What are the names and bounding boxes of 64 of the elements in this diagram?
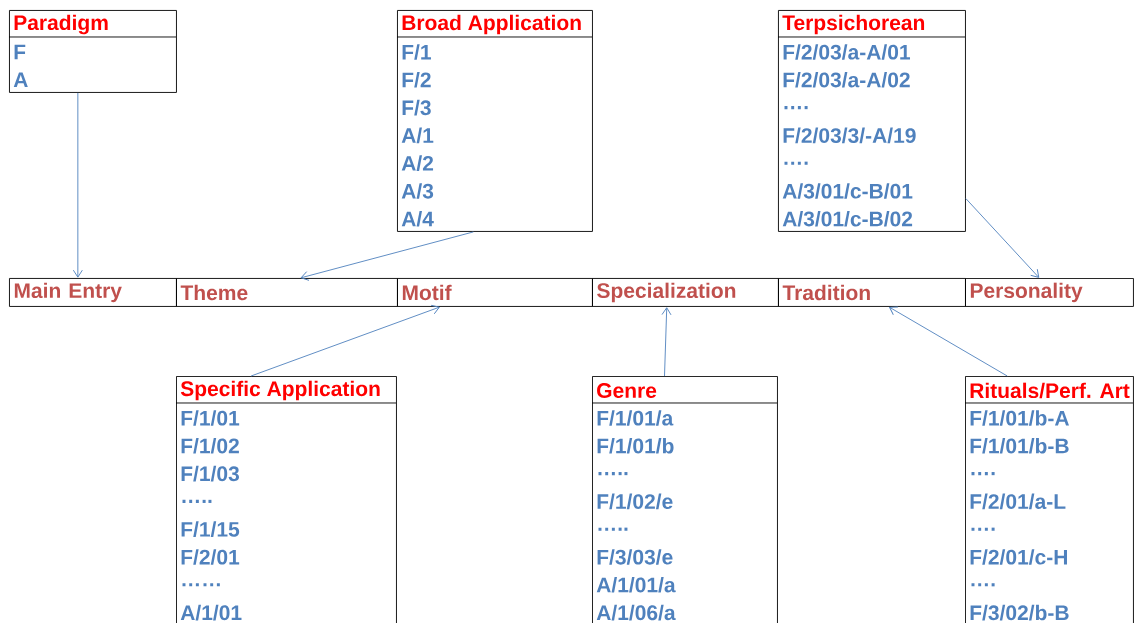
list-item: A <box>13 72 28 87</box>
arrow <box>250 304 440 377</box>
list-item: F/1/02/e <box>597 493 673 510</box>
list-item: …. <box>971 583 995 587</box>
list-item: A/1/01/a <box>596 576 676 593</box>
list-item: F/2/03/3/-A/19 <box>783 127 916 144</box>
arrow <box>889 306 1008 377</box>
table-heading: Broad Application <box>402 14 581 35</box>
table-box <box>8 10 177 93</box>
table-box <box>591 376 778 623</box>
list-item: A/1/06/a <box>596 604 676 621</box>
list-item: ….. <box>598 472 628 476</box>
field-cell: Theme <box>176 278 398 307</box>
list-item: F/2 <box>402 72 431 88</box>
field-cell: Specialization <box>592 278 779 307</box>
list-item: …. <box>784 161 808 165</box>
table-heading: Genre <box>597 383 657 398</box>
field-cell: Main Entry <box>9 278 177 307</box>
list-item: F <box>14 44 26 60</box>
list-item: A/3 <box>401 183 434 199</box>
table-heading: Paradigm <box>14 14 108 35</box>
table-box <box>964 376 1134 623</box>
table-box <box>777 10 966 232</box>
list-item: F/3/02/b-B <box>970 604 1069 621</box>
list-item: F/1/01 <box>181 410 240 426</box>
list-item: …… <box>182 583 220 587</box>
list-item: F/2/03/a-A/01 <box>783 44 910 60</box>
list-item: F/1/02 <box>181 437 239 454</box>
list-item: F/3/03/e <box>597 549 673 565</box>
list-item: …. <box>971 472 995 476</box>
arrow <box>72 92 83 278</box>
list-item: ….. <box>182 499 212 503</box>
table-box <box>396 10 593 232</box>
list-item: A/3/01/c-B/02 <box>782 211 913 227</box>
list-item: …. <box>784 106 808 110</box>
field-cell: Motif <box>397 278 593 307</box>
table-heading: Specific Application <box>180 380 380 401</box>
list-item: F/1/15 <box>181 521 240 537</box>
list-item: …. <box>971 527 995 531</box>
table-box <box>175 376 397 623</box>
field-cell: Personality <box>965 278 1134 307</box>
field-cell: Tradition <box>778 278 966 307</box>
list-item: F/3 <box>402 99 431 116</box>
arrow <box>661 307 672 377</box>
list-item: F/1/01/b-A <box>970 410 1069 426</box>
list-item: F/1/01/b <box>597 437 674 454</box>
list-item: F/2/03/a-A/02 <box>783 72 910 88</box>
arrow <box>965 198 1040 278</box>
list-item: A/1/01 <box>180 604 242 621</box>
list-item: F/1/01/b-B <box>970 437 1069 454</box>
list-item: F/2/01/a-L <box>970 493 1066 510</box>
list-item: F/2/01 <box>181 549 240 565</box>
list-item: F/1/03 <box>181 465 239 482</box>
list-item: A/3/01/c-B/01 <box>782 183 913 199</box>
list-item: A/4 <box>401 211 434 227</box>
list-item: F/1 <box>402 44 431 60</box>
table-heading: Terpsichorean <box>782 14 925 35</box>
list-item: F/2/01/c-H <box>970 549 1067 565</box>
list-item: F/1/01/a <box>597 410 674 426</box>
table-heading: Rituals/Perf. Art <box>970 382 1130 399</box>
list-item: A/1 <box>401 127 434 144</box>
list-item: A/2 <box>401 155 434 171</box>
list-item: ….. <box>598 527 628 531</box>
arrow <box>300 231 474 281</box>
